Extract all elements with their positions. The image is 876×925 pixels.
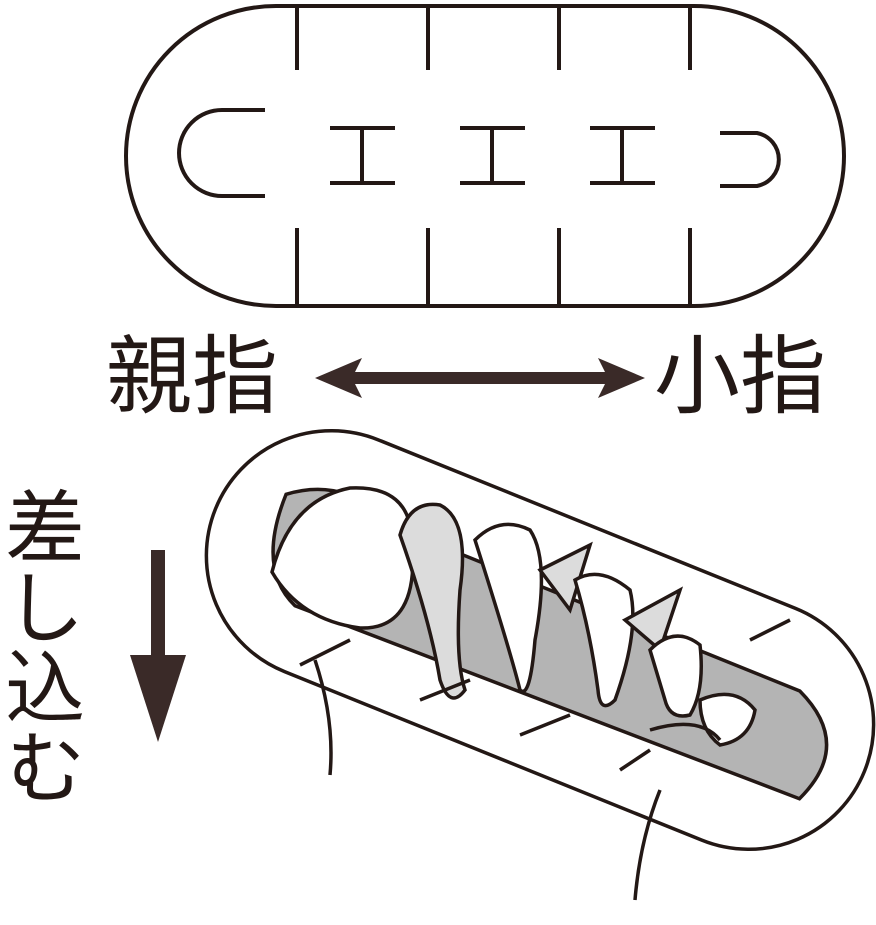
insert-label: 差し込む [0, 486, 85, 806]
double-arrow [315, 358, 645, 398]
down-arrow [130, 550, 186, 742]
thumb-cutout [177, 108, 265, 198]
slits-top [295, 6, 692, 70]
insole-outline [124, 4, 846, 308]
little-finger-label: 小指 [654, 327, 826, 427]
slits-bottom [295, 228, 692, 306]
little-cutout [720, 131, 781, 188]
toe-cutouts [330, 126, 655, 185]
thumb-label: 親指 [106, 327, 278, 427]
foot-inserted-illustration [204, 428, 876, 901]
toe-separator-top-view [124, 4, 846, 308]
